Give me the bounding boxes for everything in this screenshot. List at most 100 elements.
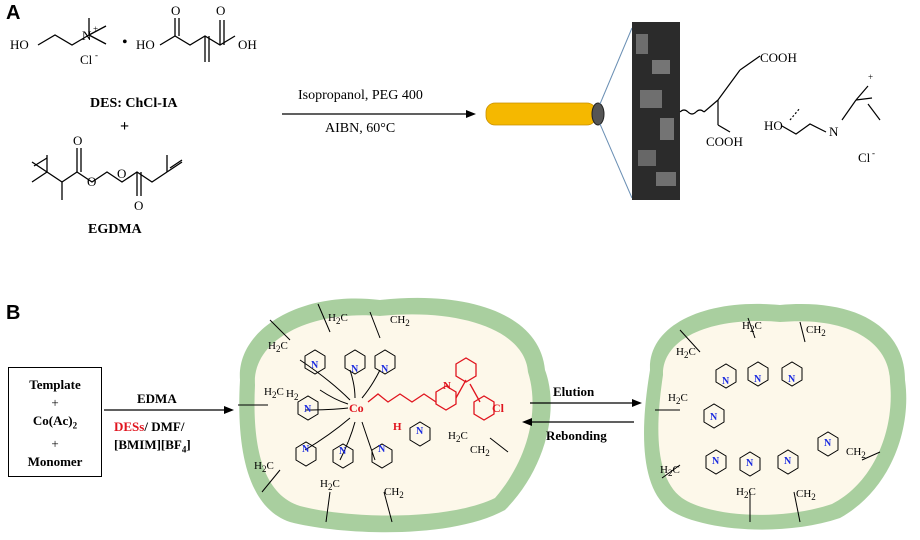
box-template: Template <box>29 377 81 392</box>
h2c-sub-4: 2 <box>293 392 299 403</box>
pyridine-n-2: N <box>351 364 359 375</box>
o-label-6: O <box>134 198 143 213</box>
box-plus-1: + <box>51 395 59 410</box>
h2c-label-12: H2C <box>736 486 756 501</box>
solvent-line-1: DESs/ DMF/ <box>114 419 184 435</box>
ch2-sub-5: 2 <box>811 492 816 503</box>
h2c-label-11: H2C <box>660 464 680 479</box>
ch2-label-6: CH2 <box>846 446 866 460</box>
elution-arrows <box>522 399 642 426</box>
panel-b-letter: B <box>6 302 21 324</box>
h2c-h-2: H <box>268 340 276 352</box>
eluted-pore <box>644 303 907 530</box>
pyridine-n-14: N <box>746 458 754 469</box>
h2c-h-3: H <box>264 386 272 398</box>
edma-arrow <box>104 406 234 414</box>
box-co: Co(Ac) <box>32 413 73 428</box>
ch2-sub-4: 2 <box>821 328 826 339</box>
o-label-5: O <box>117 166 126 181</box>
ch2-sub-3: 2 <box>485 448 490 459</box>
ch2-sub-2: 2 <box>399 490 404 501</box>
pyridine-n-11: N <box>788 374 796 385</box>
panel-a-letter: A <box>6 2 21 24</box>
pyridine-n-8: N <box>416 426 424 437</box>
itaconic-oh-label: OH <box>238 37 257 52</box>
pyridine-n-9: N <box>722 376 730 387</box>
h2c-label-5: H2C <box>254 460 274 475</box>
h2c-sub-2: 2 <box>275 344 281 355</box>
o-label-4: O <box>87 174 96 189</box>
panel-b-graphics <box>104 297 907 533</box>
ch2-label-2: CH2 <box>384 486 404 500</box>
rebonding-label: Rebonding <box>546 428 607 443</box>
grafted-structure <box>679 55 881 135</box>
grafted-cl: Cl <box>858 150 871 165</box>
h2c-h-8: H <box>742 320 750 332</box>
reaction-conditions-top: Isopropanol, PEG 400 <box>298 88 423 103</box>
h2c-label-1: H2C <box>328 312 348 327</box>
itaconic-acid-structure <box>159 18 236 62</box>
h2c-label-6: H2C <box>320 478 340 493</box>
h2c-label-9: H2C <box>676 346 696 361</box>
choline-chloride-structure <box>37 18 107 46</box>
h2c-label-3: H2C <box>264 386 284 401</box>
choline-ho-label: HO <box>10 37 29 52</box>
itaconic-ho-label: HO <box>136 37 155 52</box>
box-monomer: Monomer <box>27 453 83 469</box>
chlorine-label: Cl <box>492 401 504 415</box>
h2c-label-4: H2 <box>286 388 298 402</box>
pyridine-n-1: N <box>311 360 319 371</box>
right-ligand-lines <box>655 317 881 523</box>
h2c-sub-3: 2 <box>271 390 277 401</box>
choline-n-label: N <box>82 28 92 43</box>
o-label-2: O <box>216 3 225 18</box>
template-molecule <box>367 357 495 421</box>
pyridine-n-3: N <box>381 364 389 375</box>
ch2-sub-6: 2 <box>861 450 866 461</box>
ch2-c-6: CH <box>846 446 862 458</box>
pyridine-n-10: N <box>754 374 762 385</box>
h2c-h-6: H <box>320 478 328 490</box>
h2c-sub-9: 2 <box>683 350 689 361</box>
bmim-end: ] <box>186 437 191 452</box>
reagent-box: Template + Co(Ac)2 + Monomer <box>8 367 102 477</box>
box-co-sub: 2 <box>72 420 78 431</box>
h2c-sub-8: 2 <box>749 324 755 335</box>
h2c-h-11: H <box>660 464 668 476</box>
monolith-tube <box>485 27 633 199</box>
h2c-sub-5: 2 <box>261 464 267 475</box>
pyridine-n-15: N <box>784 456 792 467</box>
pyridine-n-16: N <box>824 438 832 449</box>
h2c-h-9: H <box>676 346 684 358</box>
h2c-label-7: H2C <box>448 430 468 445</box>
hydrogen-label: H <box>393 421 402 433</box>
des-red-label: DESs <box>114 419 145 434</box>
ch2-label-4: CH2 <box>806 324 826 338</box>
h2c-sub-1: 2 <box>335 316 341 327</box>
ch2-label-5: CH2 <box>796 488 816 502</box>
h2c-h-5: H <box>254 460 262 472</box>
ch2-c-2: CH <box>384 486 400 498</box>
reaction-conditions-bottom: AIBN, 60°C <box>325 121 396 136</box>
ch2-c-3: CH <box>470 444 486 456</box>
imprinted-pore <box>239 297 551 533</box>
choline-cl-label: Cl <box>80 52 93 67</box>
h2c-sub-7: 2 <box>455 434 461 445</box>
cooh-top: COOH <box>760 50 797 65</box>
o-label-3: O <box>73 133 82 148</box>
grafted-ho: HO <box>764 118 783 133</box>
dot-separator: • <box>122 34 128 51</box>
h2c-h-1: H <box>328 312 336 324</box>
o-label-1: O <box>171 3 180 18</box>
pyridine-n-5: N <box>302 444 310 455</box>
box-co-line: Co(Ac)2 <box>9 412 101 435</box>
ch2-label-3: CH2 <box>470 444 490 458</box>
cobalt-label: Co <box>349 401 364 415</box>
h2c-label-10: H2C <box>668 392 688 407</box>
pyridine-n-12: N <box>710 412 718 423</box>
pyridine-n-13: N <box>712 456 720 467</box>
solvent-line-2: [BMIM][BF4] <box>114 437 191 455</box>
ch2-c-1: CH <box>390 314 406 326</box>
ch2-label-1: CH2 <box>390 314 410 328</box>
h2c-h-4: H <box>286 388 294 400</box>
